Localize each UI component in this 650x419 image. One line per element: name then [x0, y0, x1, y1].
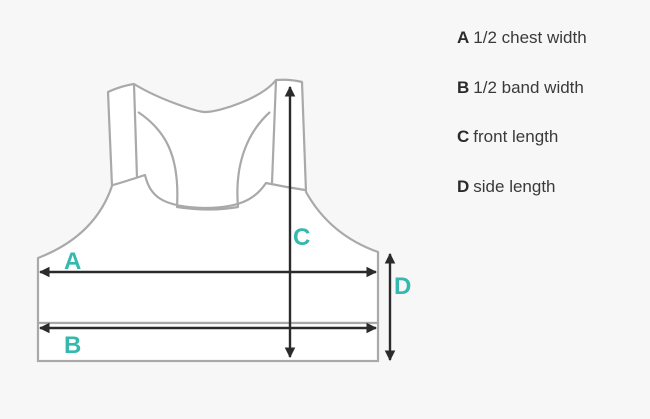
legend-text: front length [473, 127, 559, 146]
left-strap-seam [132, 83, 139, 179]
front-neckline [112, 173, 306, 210]
diagram-label-b: B [64, 332, 81, 359]
garment-racerback [137, 111, 271, 211]
legend-letter: C [457, 127, 470, 146]
diagram-label-c: C [293, 224, 310, 251]
garment-body [36, 78, 380, 325]
right-strap-seam [270, 79, 278, 184]
legend-text: side length [473, 176, 556, 196]
diagram-label-d: D [394, 273, 411, 300]
diagram-label-a: A [64, 248, 81, 275]
legend-letter: A [457, 28, 470, 47]
legend-text: 1/2 chest width [473, 28, 587, 47]
legend-letter: B [457, 77, 470, 97]
legend-text: 1/2 band width [473, 77, 584, 97]
legend-letter: D [457, 176, 470, 196]
